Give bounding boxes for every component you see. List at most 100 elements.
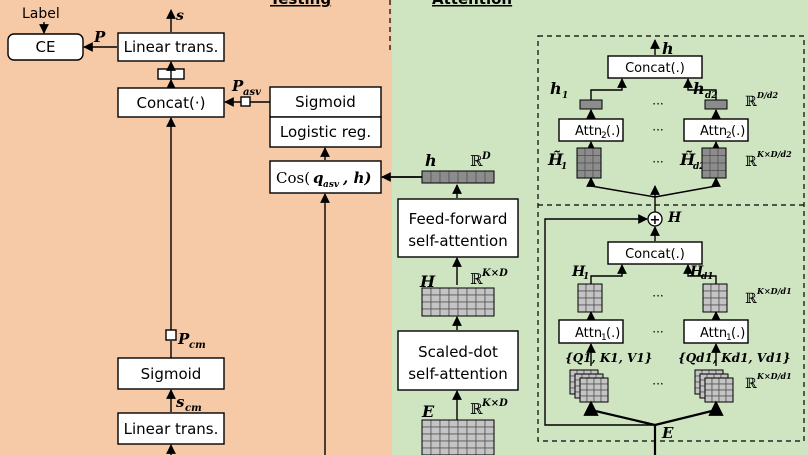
H-matrix-cell <box>484 294 495 303</box>
h-label: h <box>425 151 437 170</box>
lower-matrix-1-cell <box>585 304 595 313</box>
lower-matrix-1-cell <box>593 290 603 299</box>
linear-trans-top-label: Linear trans. <box>124 38 219 56</box>
H-matrix-cell <box>448 287 459 296</box>
Hd1-to-concat-arrow <box>683 264 717 284</box>
h-vector-cell <box>439 170 450 184</box>
upper-matrix-2-cell <box>709 170 719 179</box>
residual-plus: + <box>650 213 661 228</box>
lower-matrix-1-cell <box>585 297 595 306</box>
E-matrix-cell <box>439 447 450 455</box>
H-matrix-cell <box>475 287 486 296</box>
lower-matrix-1-cell <box>593 304 603 313</box>
p-asv-square <box>240 96 251 107</box>
H1-to-concat-arrow <box>590 264 627 284</box>
H-matrix-cell <box>421 294 432 303</box>
H-matrix-cell <box>448 308 459 317</box>
qkv-stack-1-layer-cell <box>586 383 595 391</box>
lower-attn-box-1 <box>558 319 624 344</box>
qkv-stack-1-layer-cell <box>579 389 588 397</box>
rkd-label: ℝ <box>470 270 483 288</box>
E-matrix-cell <box>484 447 495 455</box>
E-matrix-cell <box>466 447 477 455</box>
H-matrix <box>421 287 495 317</box>
upper-r-dd2-label: ℝ <box>745 94 757 110</box>
upper-hd2-subscript: d2 <box>705 91 718 101</box>
H-matrix-cell <box>430 287 441 296</box>
E-label: E <box>421 402 435 421</box>
upper-attn2-sub: 2 <box>726 131 732 141</box>
lower-branch-left <box>589 404 656 427</box>
lower-H1-subscript: 1 <box>583 272 589 282</box>
upper-hd2-vector <box>704 99 728 110</box>
upper-matrix-2-cell <box>717 162 727 171</box>
upper-matrix-2-cell <box>717 147 727 156</box>
E-matrix-cell <box>466 419 477 428</box>
qkv-stack-1-layer-cell <box>600 389 609 397</box>
h-vector-cell <box>421 170 432 184</box>
upper-matrix-1-cell <box>584 155 594 164</box>
E-matrix-cell <box>448 447 459 455</box>
p-cm-label: P <box>177 330 190 348</box>
qkv-stack-2-layer-cell <box>718 377 727 385</box>
upper-h1-subscript: 1 <box>562 91 568 101</box>
p-label: P <box>93 28 106 46</box>
H-matrix-cell <box>466 301 477 310</box>
upper-branch-right <box>654 178 717 198</box>
rkd2-superscript: K×D <box>481 398 508 409</box>
upper-attn1-sub: 2 <box>601 131 607 141</box>
rkd-superscript: K×D <box>481 268 508 279</box>
H-matrix-cell <box>439 301 450 310</box>
E-matrix-cell <box>475 440 486 449</box>
H-matrix-cell <box>457 301 468 310</box>
E-matrix-cell <box>457 426 468 435</box>
qkv-stack-1-layer-cell <box>600 377 609 385</box>
H-matrix-cell <box>484 308 495 317</box>
E-matrix-cell <box>448 426 459 435</box>
linear-trans-top-box <box>117 32 225 62</box>
hd2-to-concat-arrow <box>683 78 717 100</box>
upper-matrix-1-cell <box>592 147 602 156</box>
qkv-stack-1-layer-cell <box>579 377 588 385</box>
E-matrix-cell <box>475 426 486 435</box>
h-vector-cell <box>466 170 477 184</box>
upper-concat-box <box>607 55 703 79</box>
upper-matrix-1-cell <box>592 155 602 164</box>
lower-matrix-2-cell <box>718 297 728 306</box>
h-vector-cell <box>457 170 468 184</box>
lower-matrix-1-cell <box>585 290 595 299</box>
lower-attn1-sub: 1 <box>601 333 607 343</box>
qkv-stack-1-layer-cell <box>586 389 595 397</box>
upper-matrix-1-cell <box>576 162 586 171</box>
E-matrix-cell <box>457 419 468 428</box>
p-cm-subscript: cm <box>189 340 206 351</box>
sd-line2: self-attention <box>408 365 508 383</box>
upper-ellipsis-2: ··· <box>652 123 663 137</box>
scaled-dot-box <box>397 330 519 391</box>
E-matrix-cell <box>430 440 441 449</box>
lower-attn1-suffix: (.) <box>606 326 620 341</box>
E-matrix-cell <box>439 426 450 435</box>
upper-branch-left <box>590 178 656 198</box>
attention-panel-border <box>537 35 805 442</box>
upper-matrix-1-cell <box>576 147 586 156</box>
lower-matrix-1-cell <box>585 283 595 292</box>
upper-matrix-1-cell <box>592 162 602 171</box>
h-vector-cell <box>484 170 495 184</box>
E-matrix <box>421 419 495 455</box>
E-matrix-cell <box>430 447 441 455</box>
lower-matrix-1-cell <box>577 297 587 306</box>
qkv-stack-1-layer-cell <box>600 383 609 391</box>
H-matrix-cell <box>439 308 450 317</box>
upper-matrix-2-cell <box>709 147 719 156</box>
h-vector-cell <box>430 170 441 184</box>
E-matrix-border <box>421 419 495 455</box>
E-matrix-cell <box>439 419 450 428</box>
lower-matrix-2-cell <box>702 304 712 313</box>
H-matrix-cell <box>457 308 468 317</box>
lower-matrix-2-cell <box>702 297 712 306</box>
upper-H1t-label: H̃ <box>547 150 564 169</box>
qkv1-label: {Q1, K1, V1} <box>565 351 652 365</box>
h-vector-cell <box>475 170 486 184</box>
E-matrix-cell <box>448 440 459 449</box>
